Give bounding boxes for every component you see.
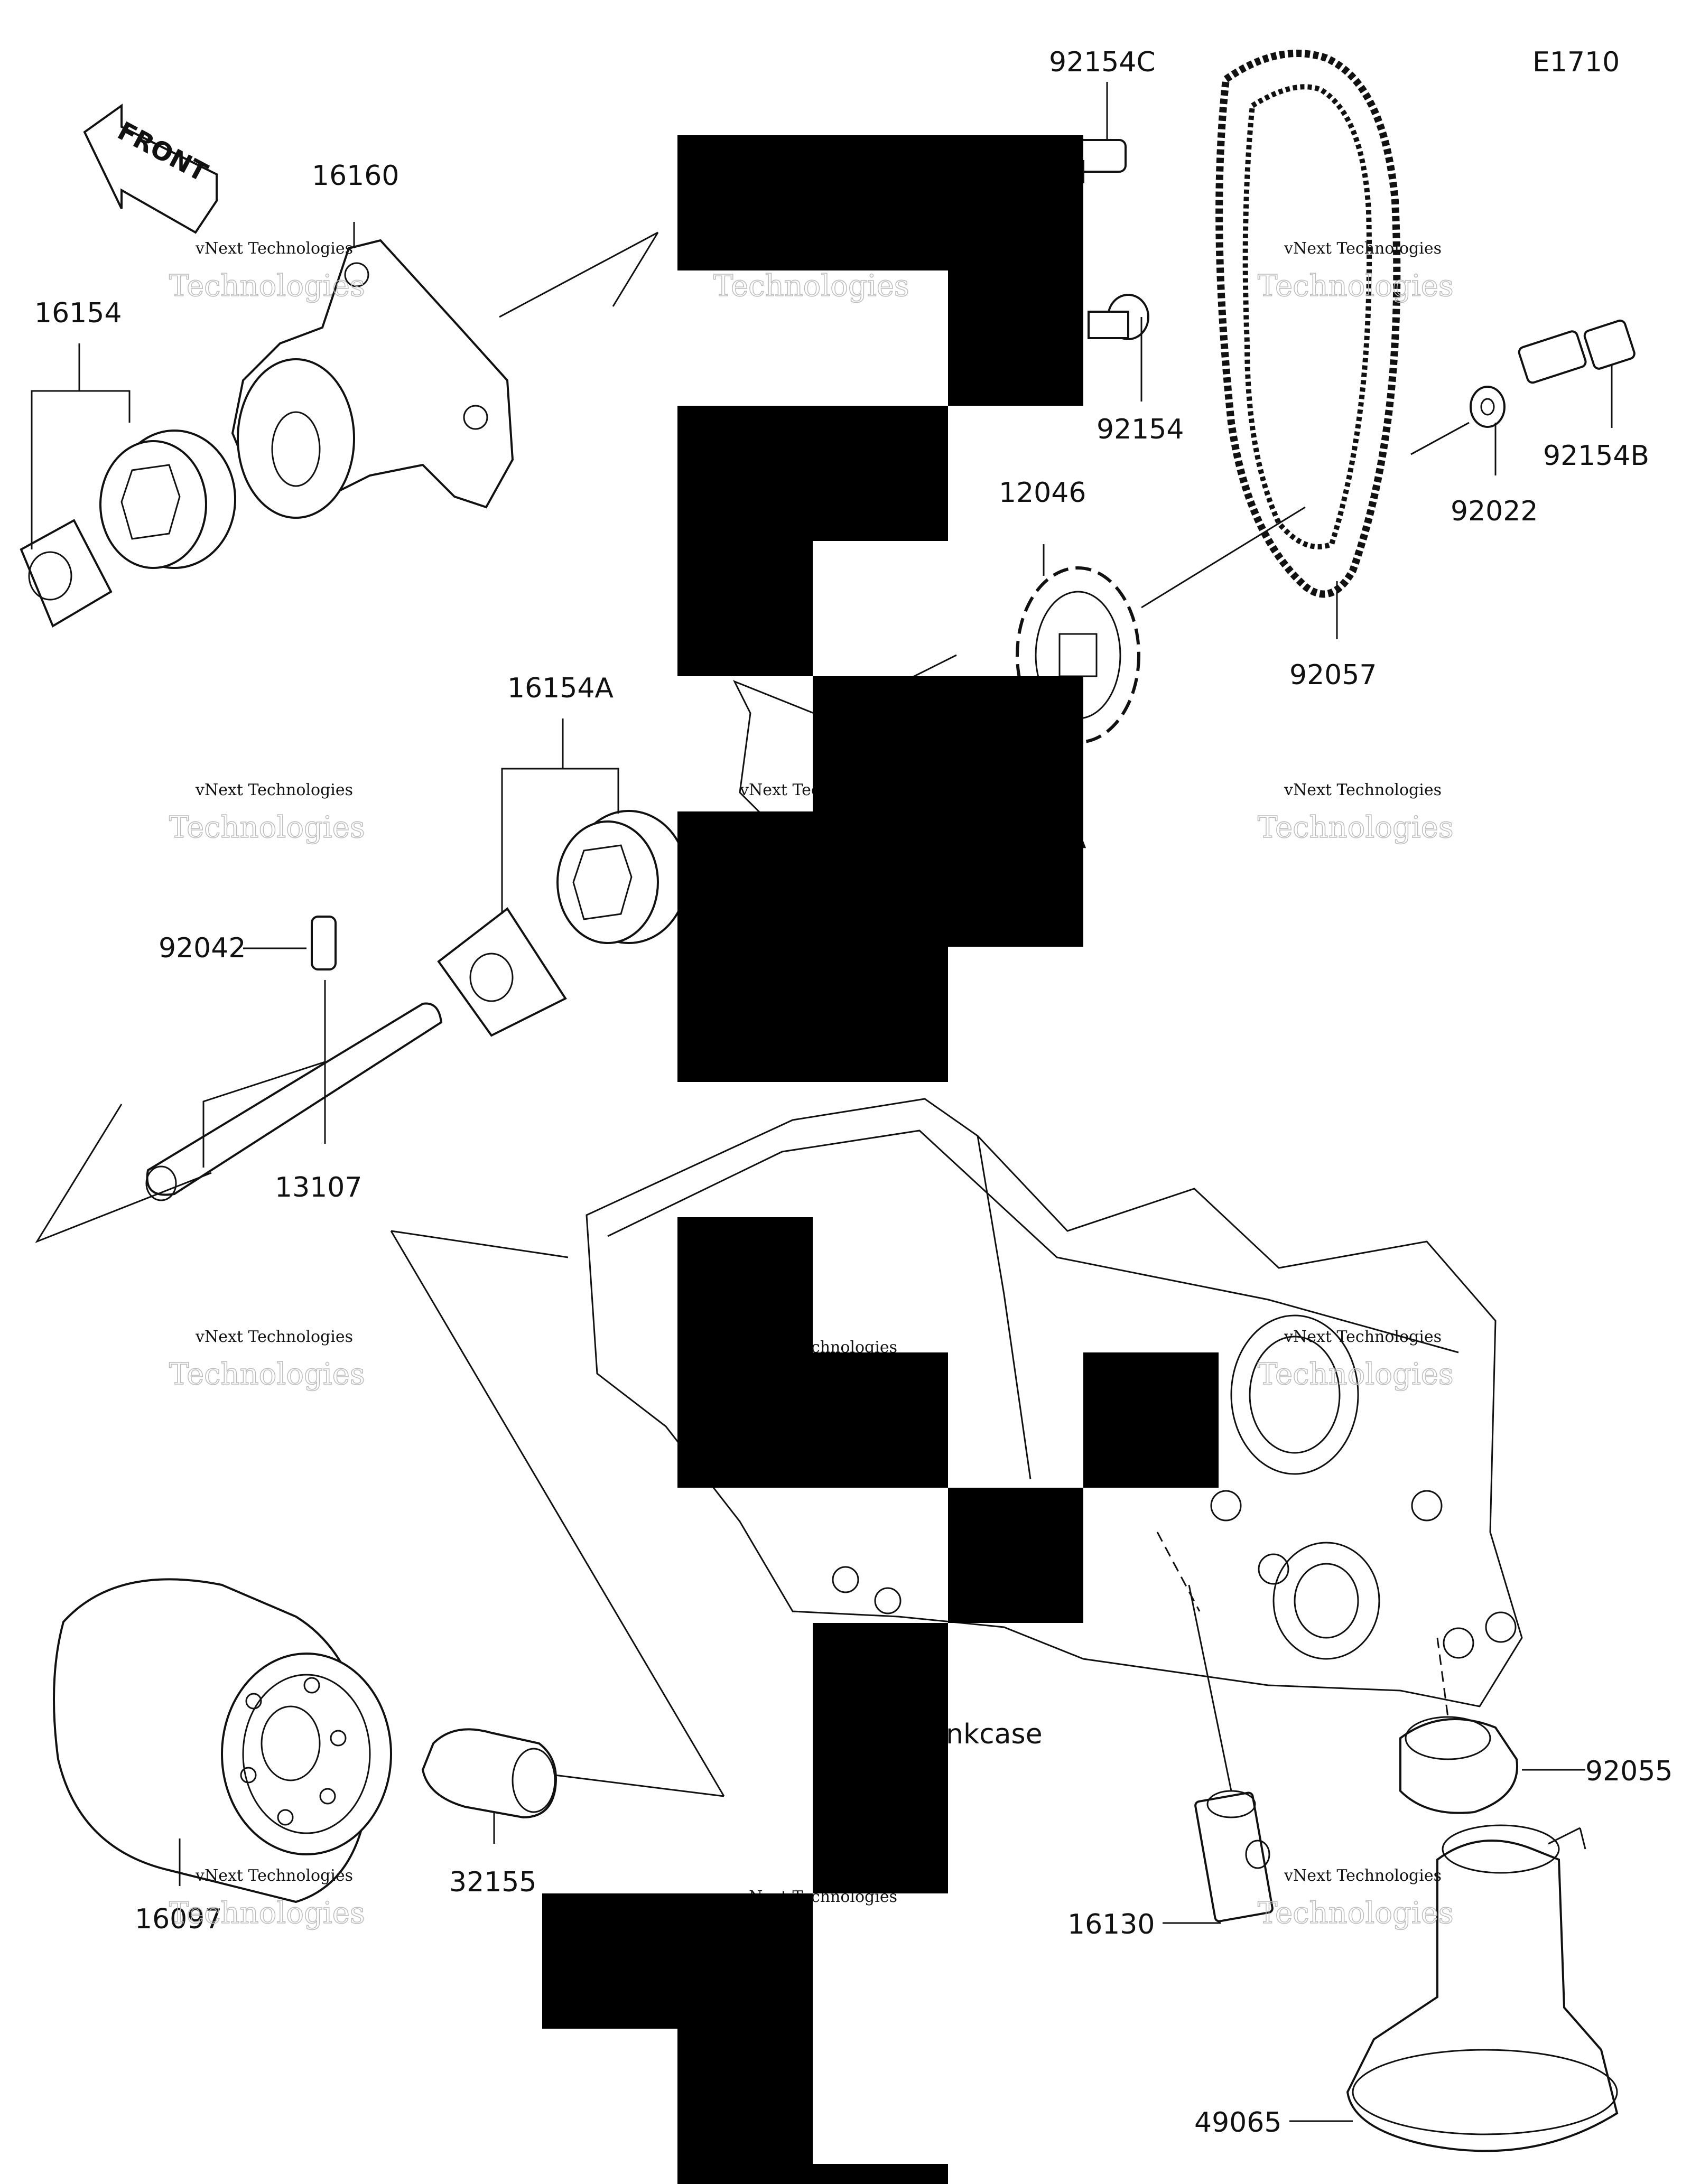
front-arrow-icon: FRONT xyxy=(83,104,218,234)
label-12046: 12046 xyxy=(999,477,1086,509)
bolt-92154 xyxy=(1088,294,1149,340)
pin-92042 xyxy=(311,916,337,970)
svg-text:Technologies: Technologies xyxy=(169,1896,365,1930)
outer-rotor-16154A xyxy=(556,810,688,944)
oil-pump-body xyxy=(231,239,514,519)
svg-text:Technologies: Technologies xyxy=(169,1357,365,1392)
bolt-92154B xyxy=(1518,319,1636,384)
svg-text:vNext Technologies: vNext Technologies xyxy=(195,1866,353,1885)
svg-text:Technologies: Technologies xyxy=(713,269,909,303)
outer-rotor-16154 xyxy=(99,430,236,569)
svg-text:vNext Technologies: vNext Technologies xyxy=(195,1328,353,1346)
pipe-32155 xyxy=(421,1728,557,1819)
plug-92055 xyxy=(1399,1716,1518,1814)
svg-text:vNext Technologies: vNext Technologies xyxy=(195,781,353,799)
drive-chain-92057 xyxy=(1215,50,1401,598)
svg-text:Technologies: Technologies xyxy=(169,269,365,303)
label-92042: 92042 xyxy=(159,932,246,964)
label-16130: 16130 xyxy=(1067,1909,1155,1940)
fitting-16130 xyxy=(1194,1790,1274,1922)
svg-text:vNext Technologies: vNext Technologies xyxy=(195,239,353,258)
label-92055: 92055 xyxy=(1585,1756,1673,1787)
label-92057: 92057 xyxy=(1289,659,1377,691)
crankcase-outline xyxy=(586,1098,1523,1718)
svg-text:vNext Technologies: vNext Technologies xyxy=(1284,1328,1442,1346)
svg-text:Technologies: Technologies xyxy=(169,810,365,845)
label-16160: 16160 xyxy=(312,160,399,192)
label-13107: 13107 xyxy=(275,1172,362,1203)
label-92154C: 92154C xyxy=(1049,46,1156,78)
inner-rotor-16154A xyxy=(437,907,567,1037)
svg-text:vNext Technologies: vNext Technologies xyxy=(1284,239,1442,258)
redaction-blocks xyxy=(542,135,1219,2184)
label-16154: 16154 xyxy=(34,297,122,329)
oil-filter-16097 xyxy=(53,1578,392,1903)
label-32155: 32155 xyxy=(449,1866,536,1898)
svg-text:vNext Technologies: vNext Technologies xyxy=(1284,781,1442,799)
svg-text:vNext Technologies: vNext Technologies xyxy=(1284,1866,1442,1885)
inner-rotor-16154 xyxy=(20,519,113,628)
label-16097: 16097 xyxy=(135,1903,222,1935)
diagram-code: E1710 xyxy=(1532,46,1620,78)
svg-text:Technologies: Technologies xyxy=(1258,269,1454,303)
label-49065: 49065 xyxy=(1194,2107,1281,2139)
shaft-13107 xyxy=(145,1002,443,1201)
svg-text:Technologies: Technologies xyxy=(1258,1896,1454,1930)
washer-92022 xyxy=(1470,386,1506,428)
strainer-49065 xyxy=(1346,1824,1619,2152)
label-16154A: 16154A xyxy=(507,673,614,704)
label-92154B: 92154B xyxy=(1543,440,1649,472)
crankcase-label: nkcase xyxy=(946,1719,1043,1750)
svg-text:Technologies: Technologies xyxy=(1258,810,1454,845)
label-92022: 92022 xyxy=(1451,496,1538,527)
svg-text:Technologies: Technologies xyxy=(1258,1357,1454,1392)
label-92154: 92154 xyxy=(1097,414,1184,445)
